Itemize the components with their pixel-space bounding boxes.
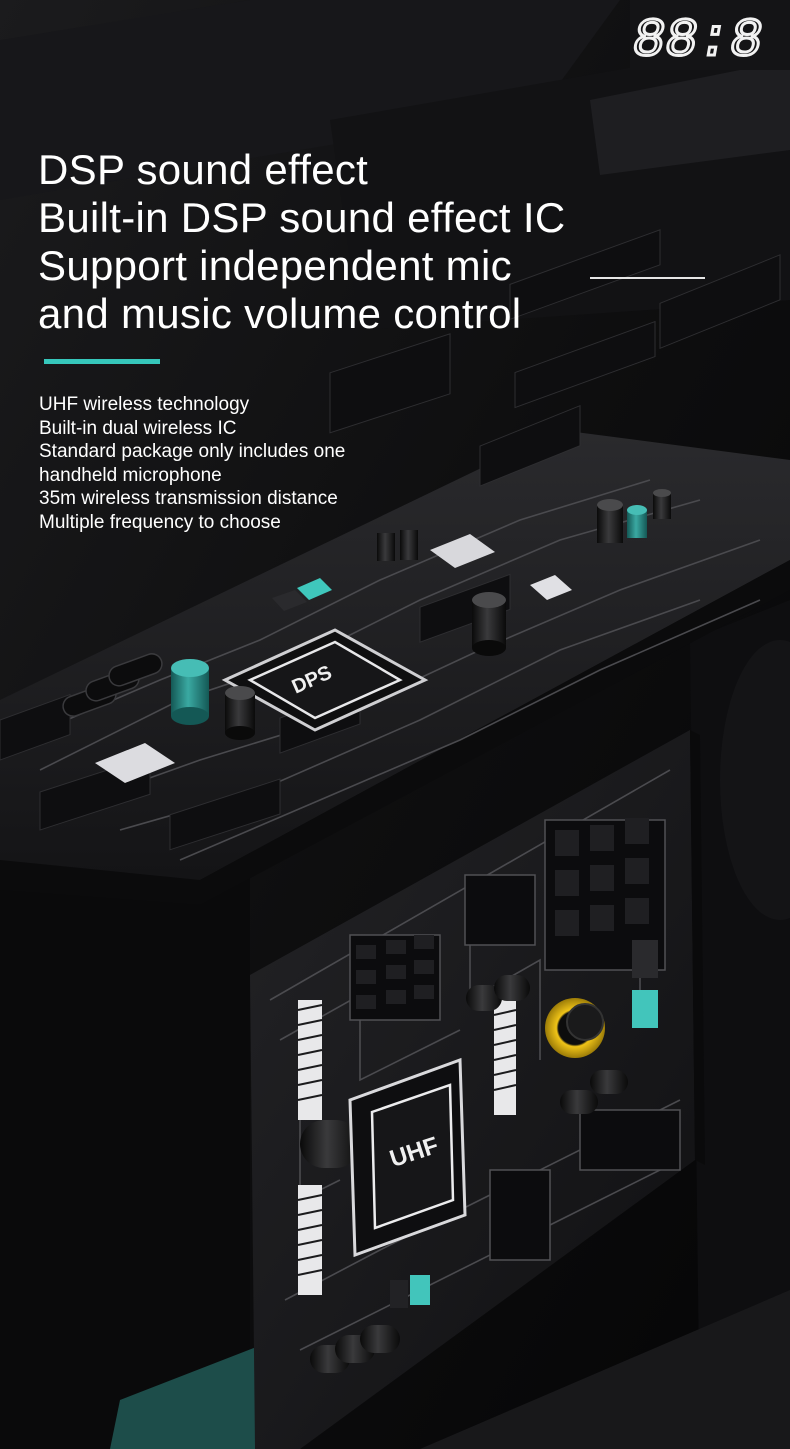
feature-item: Built-in dual wireless IC <box>39 417 237 439</box>
uhf-board: UHF <box>250 730 705 1449</box>
capacitor <box>653 489 671 519</box>
feature-item: UHF wireless technology <box>39 394 250 415</box>
capacitor <box>225 686 255 740</box>
capacitor <box>627 505 647 538</box>
dsp-board: DPS <box>0 229 790 905</box>
dsp-chip: DPS <box>221 628 429 732</box>
feature-item: 35m wireless transmission distance <box>39 488 338 509</box>
feature-item: Standard package only includes one <box>39 441 346 462</box>
headline-line-3: Support independent mic <box>38 242 512 289</box>
feature-item: Multiple frequency to choose <box>39 511 281 533</box>
inductor-coil <box>545 998 605 1058</box>
capacitor <box>472 592 506 656</box>
capacitor <box>597 499 623 543</box>
capacitor <box>171 659 209 725</box>
accent-bar <box>44 359 160 364</box>
headline-line-1: DSP sound effect <box>38 146 369 193</box>
uhf-chip: UHF <box>348 1057 467 1258</box>
headline: DSP sound effect Built-in DSP sound effe… <box>38 146 565 338</box>
headline-line-4: and music volume control <box>38 290 522 337</box>
divider-line <box>590 277 705 279</box>
feature-item: handheld microphone <box>39 464 222 486</box>
digital-display: 88:8 <box>626 0 790 73</box>
feature-list: UHF wireless technology Built-in dual wi… <box>39 393 345 534</box>
display-digits: 88:8 <box>627 11 767 72</box>
headline-line-2: Built-in DSP sound effect IC <box>38 194 566 241</box>
